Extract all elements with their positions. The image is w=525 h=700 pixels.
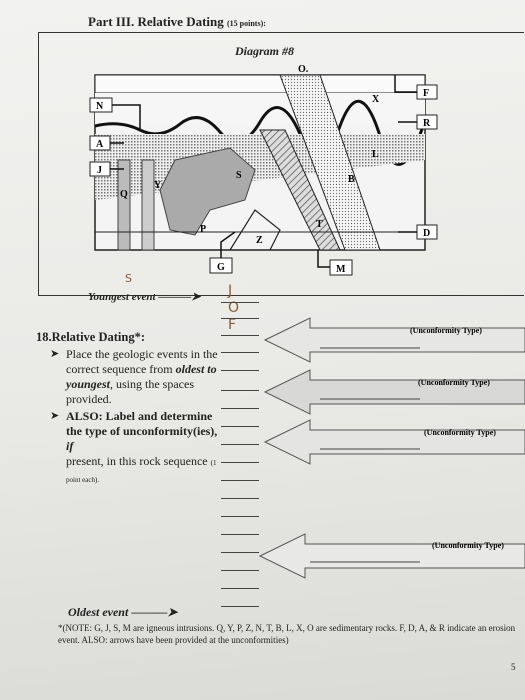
header-points: (15 points): <box>227 19 266 28</box>
answer-line[interactable] <box>221 606 259 607</box>
label-t: T <box>316 219 323 230</box>
label-d: D <box>423 228 430 239</box>
label-j: J <box>97 165 102 176</box>
arrow-g <box>220 231 236 258</box>
geologic-cross-section: O. X L B S Y Q P Z T N A J F R D G M <box>89 64 438 276</box>
answer-line[interactable] <box>221 534 259 535</box>
answer-line[interactable] <box>221 516 259 517</box>
oldest-event-label: Oldest event ———➤ <box>68 605 178 619</box>
unconformity-type-label-2: (Unconformity Type) <box>418 378 490 387</box>
handwritten-s: S <box>125 272 132 285</box>
label-g: G <box>217 262 225 273</box>
label-b: B <box>348 174 355 185</box>
answer-line[interactable] <box>221 462 259 463</box>
header-title: Part III. Relative Dating <box>88 14 224 29</box>
unconformity-arrow-4 <box>258 533 525 579</box>
answer-3: F <box>228 317 237 333</box>
arrow-n <box>112 104 141 130</box>
layer-q <box>117 159 131 251</box>
b1-youngest: youngest <box>66 377 111 391</box>
unconformity-type-label-1: (Unconformity Type) <box>410 326 482 335</box>
diagram-title: Diagram #8 <box>235 44 295 58</box>
answer-line[interactable] <box>221 588 259 589</box>
answer-line[interactable] <box>221 318 259 319</box>
diagram-frame <box>38 32 524 296</box>
label-s: S <box>236 170 242 181</box>
igneous-body-s <box>159 147 256 236</box>
dike-t <box>259 129 341 251</box>
label-x: X <box>372 94 380 105</box>
unconformity-arrow-1 <box>263 317 525 363</box>
answer-line[interactable] <box>221 426 259 427</box>
label-f: F <box>423 88 429 99</box>
page-header: Part III. Relative Dating (15 points): <box>88 14 266 30</box>
question-heading: 18.Relative Dating*: <box>36 330 146 344</box>
unconformity-type-label-4: (Unconformity Type) <box>432 541 504 550</box>
unconformity-type-label-3: (Unconformity Type) <box>424 428 496 437</box>
label-o: O. <box>298 64 309 75</box>
b2-if: if <box>66 439 74 453</box>
answer-line[interactable] <box>221 335 259 336</box>
label-q: Q <box>120 189 128 200</box>
instruction-bullet-1: Place the geologic events in the correct… <box>50 347 221 407</box>
youngest-event-label: Youngest event ———➤ <box>88 291 201 303</box>
answer-line[interactable] <box>221 370 259 371</box>
label-l: L <box>372 149 379 160</box>
label-n: N <box>96 101 104 112</box>
label-z: Z <box>256 235 263 246</box>
unconformity-arrow-2 <box>263 369 525 415</box>
b1-text-1: Place the geologic events in the correct… <box>66 347 218 376</box>
answer-line[interactable] <box>221 302 259 303</box>
page-number: 5 <box>511 662 516 672</box>
answer-line[interactable] <box>221 408 259 409</box>
answer-line[interactable] <box>221 444 259 445</box>
b1-text-2: , using the spaces provided. <box>66 377 194 406</box>
b1-oldest: oldest to <box>175 362 217 376</box>
answer-line[interactable] <box>221 498 259 499</box>
answer-line[interactable] <box>221 570 259 571</box>
answer-line[interactable] <box>221 552 259 553</box>
arrow-f <box>394 75 417 93</box>
erosion-surface-r <box>94 100 427 166</box>
label-y: Y <box>154 180 162 191</box>
label-a: A <box>96 139 104 150</box>
instructions: 18.Relative Dating*: Place the geologic … <box>36 330 221 490</box>
footnote: *(NOTE: G, J, S, M are igneous intrusion… <box>58 623 516 645</box>
arrow-m <box>317 250 330 268</box>
fault-z <box>229 209 281 251</box>
instruction-bullet-2: ALSO: Label and determine the type of un… <box>50 409 221 488</box>
b2-rest: present, in this rock sequence <box>66 454 208 468</box>
b2-points: (1 point each). <box>66 459 217 484</box>
layer-y <box>141 159 155 251</box>
youngest-text: Youngest event <box>88 291 156 303</box>
label-p: P <box>200 224 206 235</box>
b2-bold: ALSO: Label and determine the type of un… <box>66 409 218 438</box>
answer-line[interactable] <box>221 352 259 353</box>
oldest-text: Oldest event <box>68 605 129 619</box>
answer-2: O <box>228 300 240 316</box>
label-m: M <box>336 264 346 275</box>
unconformity-arrow-3 <box>263 419 525 465</box>
answer-line[interactable] <box>221 480 259 481</box>
dike-b <box>279 74 381 251</box>
answer-line[interactable] <box>221 390 259 391</box>
answer-1: J <box>228 283 233 299</box>
label-r: R <box>423 118 431 129</box>
